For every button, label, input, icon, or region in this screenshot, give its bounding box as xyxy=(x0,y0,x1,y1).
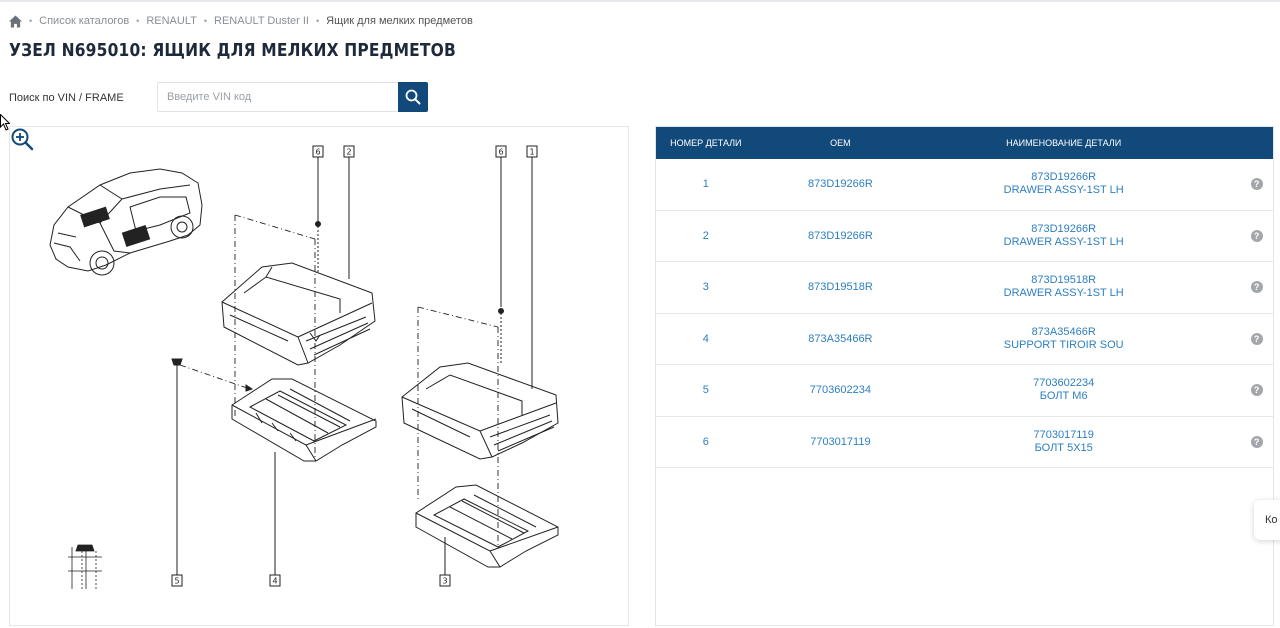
cell-name[interactable]: 7703602234 БОЛТ М6 xyxy=(925,377,1202,403)
breadcrumb-item-brand[interactable]: RENAULT xyxy=(146,15,197,27)
cell-name-code: 873D19266R xyxy=(1031,222,1097,235)
bolt-6-right xyxy=(498,308,504,363)
cell-name[interactable]: 873D19518R DRAWER ASSY-1ST LH xyxy=(925,274,1202,300)
header-part-number: НОМЕР ДЕТАЛИ xyxy=(670,138,742,148)
cell-name-code: 7703602234 xyxy=(1033,377,1095,390)
table-header: НОМЕР ДЕТАЛИ OEM НАИМЕНОВАНИЕ ДЕТАЛИ xyxy=(656,127,1273,159)
cell-name[interactable]: 7703017119 БОЛТ 5X15 xyxy=(925,429,1202,455)
cell-number[interactable]: 2 xyxy=(702,229,709,242)
cell-number[interactable]: 1 xyxy=(702,178,709,191)
cell-oem-link[interactable]: 7703602234 xyxy=(809,384,871,397)
exploded-parts-diagram[interactable]: 6 2 6 1 5 4 3 xyxy=(10,127,630,627)
page-title: УЗЕЛ N695010: ЯЩИК ДЛЯ МЕЛКИХ ПРЕДМЕТОВ xyxy=(9,40,456,61)
callout-label[interactable]: 6 xyxy=(315,148,320,157)
callout-label[interactable]: 1 xyxy=(529,148,534,157)
cell-number[interactable]: 4 xyxy=(702,332,709,345)
table-row[interactable]: 6 7703017119 7703017119 БОЛТ 5X15 ? xyxy=(656,417,1273,468)
home-icon[interactable] xyxy=(9,14,22,28)
parts-diagram-panel: 6 2 6 1 5 4 3 xyxy=(9,126,629,626)
cell-oem-link[interactable]: 873D19266R xyxy=(807,178,873,191)
table-row[interactable]: 2 873D19266R 873D19266R DRAWER ASSY-1ST … xyxy=(656,211,1273,262)
cell-name-code: 7703017119 xyxy=(1033,428,1094,441)
cell-number[interactable]: 6 xyxy=(702,435,709,448)
cell-oem-link[interactable]: 7703017119 xyxy=(810,435,871,448)
parts-table: НОМЕР ДЕТАЛИ OEM НАИМЕНОВАНИЕ ДЕТАЛИ 1 8… xyxy=(655,126,1274,626)
help-icon[interactable]: ? xyxy=(1250,281,1263,294)
cell-name[interactable]: 873A35466R SUPPORT TIROIR SOU xyxy=(925,326,1202,352)
breadcrumb: • Список каталогов • RENAULT • RENAULT D… xyxy=(9,13,473,29)
vin-search-input[interactable] xyxy=(157,82,399,112)
help-icon[interactable]: ? xyxy=(1250,435,1263,448)
cell-oem-link[interactable]: 873D19266R xyxy=(807,229,873,242)
breadcrumb-separator: • xyxy=(315,16,320,26)
header-oem: OEM xyxy=(830,138,851,148)
bolt-part-5 xyxy=(171,358,183,373)
table-row[interactable]: 5 7703602234 7703602234 БОЛТ М6 ? xyxy=(656,365,1273,417)
breadcrumb-separator: • xyxy=(29,16,33,26)
cell-help: ? xyxy=(1202,229,1273,242)
breadcrumb-separator: • xyxy=(203,16,208,26)
vin-search-button[interactable] xyxy=(398,82,428,112)
header-part-name: НАИМЕНОВАНИЕ ДЕТАЛИ xyxy=(1006,138,1122,148)
callout-label[interactable]: 3 xyxy=(442,577,447,586)
top-border xyxy=(0,0,1280,2)
mouse-cursor-icon xyxy=(0,114,10,131)
breadcrumb-current: Ящик для мелких предметов xyxy=(326,15,473,27)
table-row[interactable]: 3 873D19518R 873D19518R DRAWER ASSY-1ST … xyxy=(656,262,1273,314)
cell-help: ? xyxy=(1202,178,1273,191)
search-icon xyxy=(405,89,421,105)
vin-search-label: Поиск по VIN / FRAME xyxy=(9,92,124,104)
table-row[interactable]: 1 873D19266R 873D19266R DRAWER ASSY-1ST … xyxy=(656,159,1273,211)
breadcrumb-item-model[interactable]: RENAULT Duster II xyxy=(214,15,309,27)
help-icon[interactable]: ? xyxy=(1250,384,1263,397)
chat-widget-button[interactable]: Ко xyxy=(1254,500,1280,540)
cell-help: ? xyxy=(1202,384,1273,397)
cell-name-code: 873D19266R xyxy=(1031,171,1097,184)
cell-help: ? xyxy=(1202,332,1273,345)
help-icon[interactable]: ? xyxy=(1250,229,1263,242)
cell-number[interactable]: 3 xyxy=(702,281,709,294)
cell-help: ? xyxy=(1202,281,1273,294)
help-icon[interactable]: ? xyxy=(1250,178,1263,191)
tray-part-3 xyxy=(415,484,559,568)
help-icon[interactable]: ? xyxy=(1250,332,1263,345)
breadcrumb-item-catalogs[interactable]: Список каталогов xyxy=(39,15,130,27)
cell-name-text: DRAWER ASSY-1ST LH xyxy=(1003,184,1124,197)
callout-label[interactable]: 6 xyxy=(498,148,503,157)
callout-label[interactable]: 5 xyxy=(174,577,179,586)
cell-oem-link[interactable]: 873A35466R xyxy=(808,332,873,345)
cell-help: ? xyxy=(1202,435,1273,448)
zoom-in-icon[interactable] xyxy=(10,127,34,151)
drawer-part-2 xyxy=(221,262,376,366)
cell-name-text: DRAWER ASSY-1ST LH xyxy=(1003,287,1124,300)
cell-name[interactable]: 873D19266R DRAWER ASSY-1ST LH xyxy=(925,223,1202,249)
cell-number[interactable]: 5 xyxy=(702,384,709,397)
cell-name-text: БОЛТ 5X15 xyxy=(1034,441,1093,454)
car-thumbnail xyxy=(49,168,203,276)
cell-oem-link[interactable]: 873D19518R xyxy=(807,281,873,294)
cell-name-code: 873A35466R xyxy=(1031,325,1096,338)
breadcrumb-separator: • xyxy=(136,16,140,26)
table-row[interactable]: 4 873A35466R 873A35466R SUPPORT TIROIR S… xyxy=(656,314,1273,365)
tray-part-4 xyxy=(231,378,377,462)
cell-name-text: БОЛТ М6 xyxy=(1039,390,1088,403)
cell-name-text: DRAWER ASSY-1ST LH xyxy=(1003,235,1124,248)
cell-name[interactable]: 873D19266R DRAWER ASSY-1ST LH xyxy=(925,171,1202,197)
callout-label[interactable]: 2 xyxy=(346,148,351,157)
callout-label[interactable]: 4 xyxy=(272,577,277,586)
drawer-part-1 xyxy=(401,362,559,460)
bolt-6-left xyxy=(315,221,321,272)
cell-name-text: SUPPORT TIROIR SOU xyxy=(1003,338,1124,351)
fastener-legend xyxy=(68,544,102,589)
cell-name-code: 873D19518R xyxy=(1031,274,1097,287)
